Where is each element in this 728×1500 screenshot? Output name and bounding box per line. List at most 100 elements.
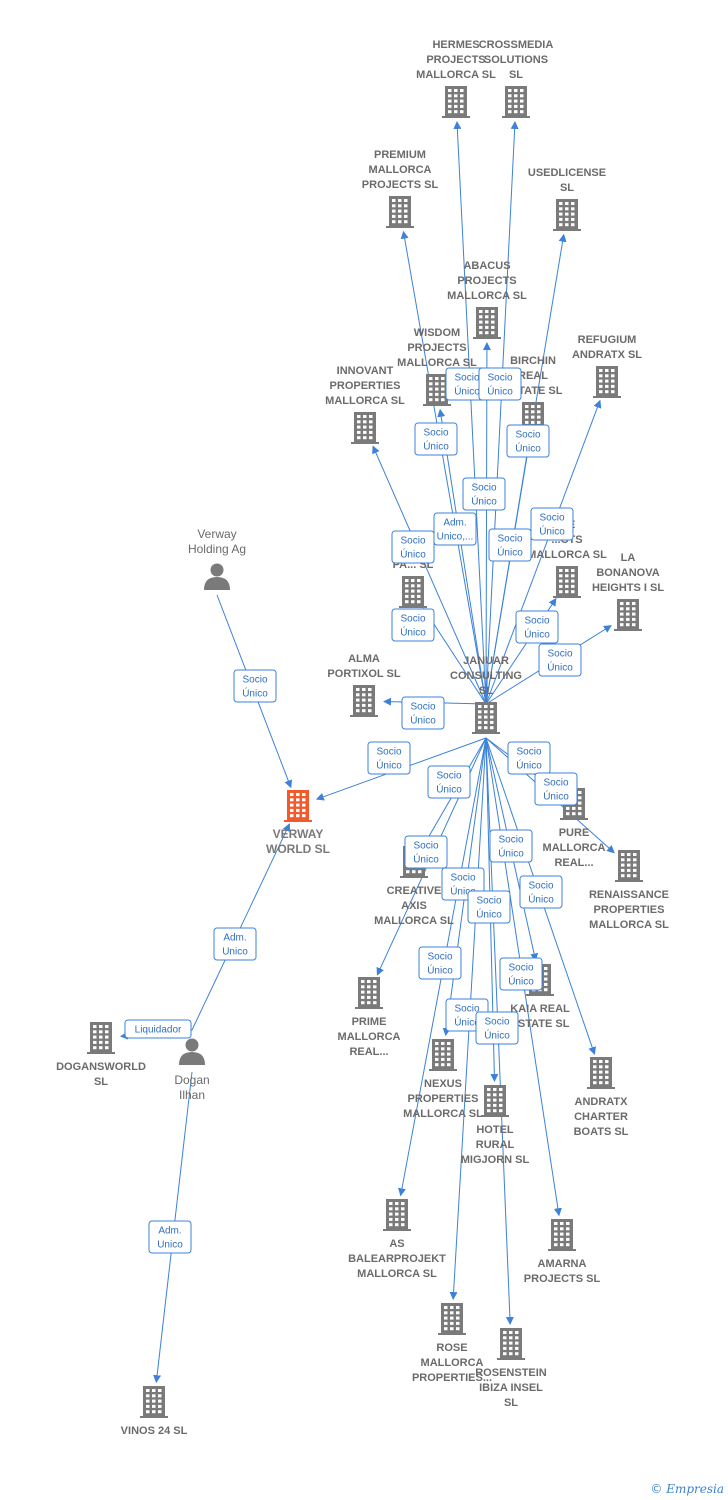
node-label: PROPERTIES... — [412, 1372, 492, 1384]
node-label: BIRCHIN — [510, 355, 556, 367]
edge-januar-wisdom — [437, 408, 487, 705]
node-label: MALLORCA SL — [589, 919, 669, 931]
node-label: PROJECTS SL — [524, 1273, 601, 1285]
edge-label-text: Socio — [508, 963, 533, 974]
node-label: CONSULTING — [450, 670, 522, 682]
node-label: PROPERTIES — [330, 380, 401, 392]
edge-label-text: Socio — [547, 649, 572, 660]
node-label: REFUGIUM — [578, 334, 637, 346]
node-label: USEDLICENSE — [528, 167, 606, 179]
node-label: MALLORCA — [543, 842, 606, 854]
edge-label-text: Socio — [498, 835, 523, 846]
node-label: ESTATE SL — [511, 1018, 570, 1030]
node-label: PROPERTIES — [408, 1093, 479, 1105]
node-label: AXIS — [401, 900, 427, 912]
edge-label-text: Único — [400, 626, 426, 639]
edge-label-text: Socio — [497, 534, 522, 545]
footer-brand[interactable]: © Empresia — [650, 1482, 724, 1496]
node-label: ANDRATX SL — [572, 349, 642, 361]
building-icon — [442, 86, 470, 118]
node-prime[interactable]: PRIMEMALLORCAREAL... — [338, 977, 401, 1058]
node-label: SOLUTIONS — [484, 54, 548, 66]
edge-label-text: Unico — [222, 947, 248, 958]
edge-label-text: Socio — [410, 702, 435, 713]
edge-label[interactable]: Adm.Unico — [148, 1220, 192, 1254]
edge-label-text: Único — [487, 385, 513, 398]
node-label: BOATS SL — [574, 1126, 629, 1138]
building-icon — [473, 307, 501, 339]
edge-label-text: Socio — [450, 873, 475, 884]
building-icon — [350, 685, 378, 717]
node-label: MALLORCA SL — [325, 395, 405, 407]
node-usedlicense[interactable]: USEDLICENSE SL — [528, 167, 606, 231]
building-icon — [355, 977, 383, 1009]
edge-label[interactable]: Liquidador — [124, 1019, 192, 1039]
edge-label-text: Único — [524, 628, 550, 641]
node-label: VINOS 24 SL — [121, 1425, 188, 1437]
node-rose[interactable]: ROSEMALLORCAPROPERTIES... — [412, 1303, 492, 1384]
edge-label-text: Socio — [487, 373, 512, 384]
node-label: SL — [560, 182, 574, 194]
building-icon — [386, 196, 414, 228]
node-label: RENAISSANCE — [589, 889, 669, 901]
node-vinos[interactable]: VINOS 24 SL — [121, 1386, 188, 1437]
edge-label-text: Socio — [436, 771, 461, 782]
node-label: SL — [479, 685, 493, 697]
building-icon — [614, 599, 642, 631]
edge-januar-premium — [400, 230, 487, 705]
edge-label-text: Socio — [524, 616, 549, 627]
node-label: REAL... — [349, 1046, 388, 1058]
edge-label[interactable]: Adm. Unico — [213, 927, 257, 961]
node-label: MALLORCA SL — [357, 1268, 437, 1280]
node-refugium[interactable]: REFUGIUM ANDRATX SL — [572, 334, 642, 398]
node-label: MALLORCA SL — [403, 1108, 483, 1120]
edge-label[interactable]: Adm.Unico,... — [433, 512, 477, 546]
edge-label-text: Adm. — [223, 933, 246, 944]
edge-label-text: Único — [376, 759, 402, 772]
